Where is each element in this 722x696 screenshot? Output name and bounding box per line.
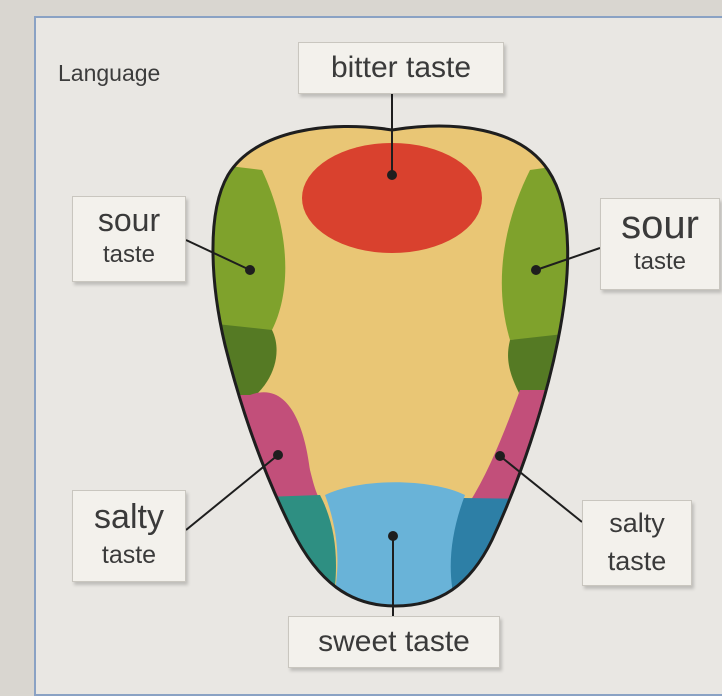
marker-dot-sweet [388,531,398,541]
sweet-region [325,482,465,620]
sour-sub-right: taste [601,249,719,275]
sour-word-left: sour [73,203,185,238]
salty-word-right: salty [583,509,691,539]
sour-sub-left: taste [73,242,185,268]
marker-dot-sour-left [245,265,255,275]
marker-dot-salty-right [495,451,505,461]
marker-dot-sour-right [531,265,541,275]
sweet-taste-label: sweet taste [288,616,500,668]
salty-word-left: salty [73,499,185,536]
marker-dot-bitter [387,170,397,180]
sour-taste-label-left: sour taste [72,196,186,282]
salty-sub-left: taste [73,542,185,570]
teal-region-left [180,495,336,620]
diagram-title: Language [58,60,160,87]
marker-dot-salty-left [273,450,283,460]
leader-line-salty-left [186,455,278,530]
salty-taste-label-right: salty taste [582,500,692,586]
bitter-taste-label: bitter taste [298,42,504,94]
salty-sub-right: taste [583,547,691,577]
teal-region-right [449,498,600,620]
salty-taste-label-left: salty taste [72,490,186,582]
sour-word-right: sour [601,203,719,247]
sour-taste-label-right: sour taste [600,198,720,290]
